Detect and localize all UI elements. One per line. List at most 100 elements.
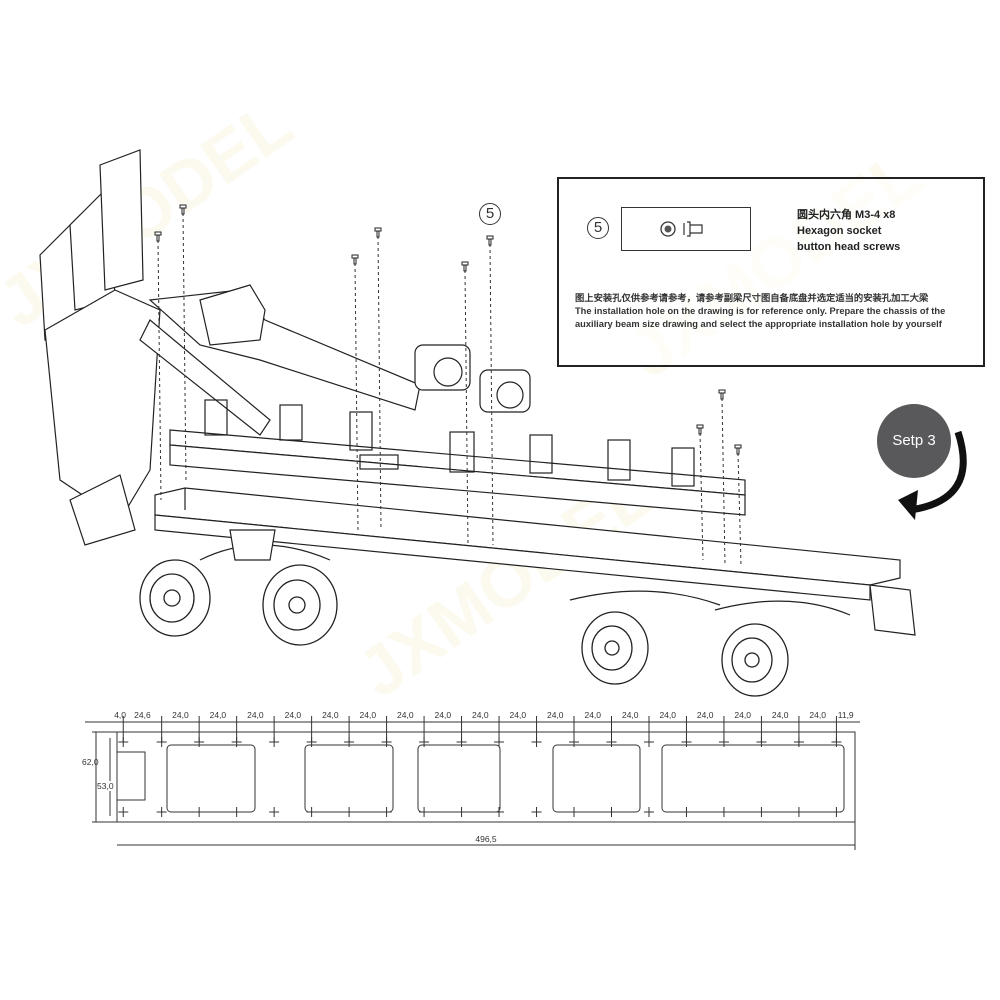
spec-cn: 圆头内六角 M3-4 x8 <box>797 209 896 221</box>
step-badge: Setp 3 <box>877 404 951 478</box>
spacing-label: 24,0 <box>734 710 751 720</box>
note-en-2: auxiliary beam size drawing and select t… <box>575 319 942 329</box>
hole-mark <box>756 807 767 817</box>
wheel <box>721 623 789 697</box>
hole-mark <box>643 807 654 817</box>
screw-guide-line <box>489 243 494 546</box>
hole-mark <box>793 807 804 817</box>
hole-mark <box>456 737 467 747</box>
hole-mark <box>531 737 542 747</box>
spacing-label: 24,0 <box>509 710 527 720</box>
screw-icon <box>179 204 187 215</box>
hole-mark <box>419 807 430 817</box>
beam-dimension-drawing <box>85 716 860 850</box>
spacing-label: 24,0 <box>584 710 602 720</box>
rotate-arrow-icon <box>909 430 967 514</box>
hole-mark <box>269 737 280 747</box>
spacing-label: 24,0 <box>397 710 414 720</box>
installation-note: 图上安装孔仅供参考请参考，请参考副梁尺寸图自备底盘并选定适当的安装孔加工大梁 T… <box>575 292 945 331</box>
spacing-label: 24,0 <box>659 710 676 720</box>
spacing-label: 24,0 <box>247 710 264 720</box>
wheels <box>139 559 789 697</box>
spacing-label: 4,0 <box>114 710 127 720</box>
spacing-label: 24,0 <box>771 710 789 720</box>
hole-mark <box>718 807 729 817</box>
hole-mark <box>756 737 767 747</box>
note-cn: 图上安装孔仅供参考请参考，请参考副梁尺寸图自备底盘并选定适当的安装孔加工大梁 <box>575 293 929 303</box>
screw-guides <box>154 204 742 566</box>
frame-brackets <box>204 399 695 487</box>
arrow-head-icon <box>898 490 918 520</box>
screw-icon <box>154 231 162 242</box>
hole-mark <box>344 737 355 747</box>
hole-mark <box>831 807 842 817</box>
spacing-label: 24,0 <box>472 710 489 720</box>
callout-number: 5 <box>479 203 501 225</box>
hole-mark <box>681 807 692 817</box>
height-outer-label: 62,0 <box>82 757 99 767</box>
hole-mark <box>344 807 355 817</box>
screw-icon <box>660 221 703 237</box>
total-length-label: 496,5 <box>475 834 497 844</box>
truck-assembly <box>39 149 916 636</box>
spec-en-1: Hexagon socket <box>797 225 882 237</box>
spacing-label: 24,0 <box>359 710 377 720</box>
hole-mark <box>231 737 242 747</box>
hole-mark <box>531 807 542 817</box>
parts-info-box: 5 圆头内六角 M3-4 x8 Hexagon socket button he… <box>557 177 985 367</box>
hole-mark <box>156 737 167 747</box>
hole-mark <box>831 737 842 747</box>
hole-mark <box>606 807 617 817</box>
hole-mark <box>306 807 317 817</box>
hole-mark <box>419 737 430 747</box>
screw-icon <box>461 261 469 272</box>
wheel <box>262 564 338 646</box>
hole-mark <box>381 737 392 747</box>
hole-mark <box>494 807 505 817</box>
spacing-label: 24,6 <box>134 710 151 720</box>
hole-mark <box>118 737 129 747</box>
spacing-label: 24,0 <box>621 710 639 720</box>
screw-guide-line <box>157 239 162 501</box>
screw-guide-line <box>737 452 742 566</box>
hole-mark <box>231 807 242 817</box>
hole-mark <box>718 737 729 747</box>
height-inner-label: 53,0 <box>97 781 114 791</box>
hole-mark <box>569 807 580 817</box>
hole-mark <box>569 737 580 747</box>
wheel <box>581 611 649 685</box>
screw-guide-line <box>377 235 382 531</box>
hole-mark <box>194 737 205 747</box>
part-illustration <box>621 207 751 251</box>
spacing-label: 11,9 <box>837 710 854 720</box>
hole-mark <box>494 737 505 747</box>
spacing-label: 24,0 <box>209 710 227 720</box>
spec-en-2: button head screws <box>797 241 901 253</box>
wheel <box>139 559 211 637</box>
hole-mark <box>793 737 804 747</box>
screw-guide-line <box>464 269 469 546</box>
hole-mark <box>194 807 205 817</box>
hole-mark <box>306 737 317 747</box>
screw-spec: 圆头内六角 M3-4 x8 Hexagon socket button head… <box>797 207 900 255</box>
hole-mark <box>269 807 280 817</box>
screw-icon <box>734 444 742 455</box>
spacing-label: 24,0 <box>322 710 339 720</box>
screw-icon <box>374 227 382 238</box>
screw-guide-line <box>721 397 726 566</box>
hole-mark <box>156 807 167 817</box>
screw-icon <box>696 424 704 435</box>
screw-icon <box>351 254 359 265</box>
screw-guide-line <box>182 212 187 481</box>
hole-mark <box>456 807 467 817</box>
screw-icon <box>486 235 494 246</box>
note-en-1: The installation hole on the drawing is … <box>575 306 946 316</box>
screw-icon <box>718 389 726 400</box>
hole-mark <box>381 807 392 817</box>
spacing-label: 24,0 <box>809 710 826 720</box>
hole-mark <box>606 737 617 747</box>
hole-mark <box>643 737 654 747</box>
hole-mark <box>118 807 129 817</box>
part-number: 5 <box>587 217 609 239</box>
spacing-label: 24,0 <box>546 710 564 720</box>
